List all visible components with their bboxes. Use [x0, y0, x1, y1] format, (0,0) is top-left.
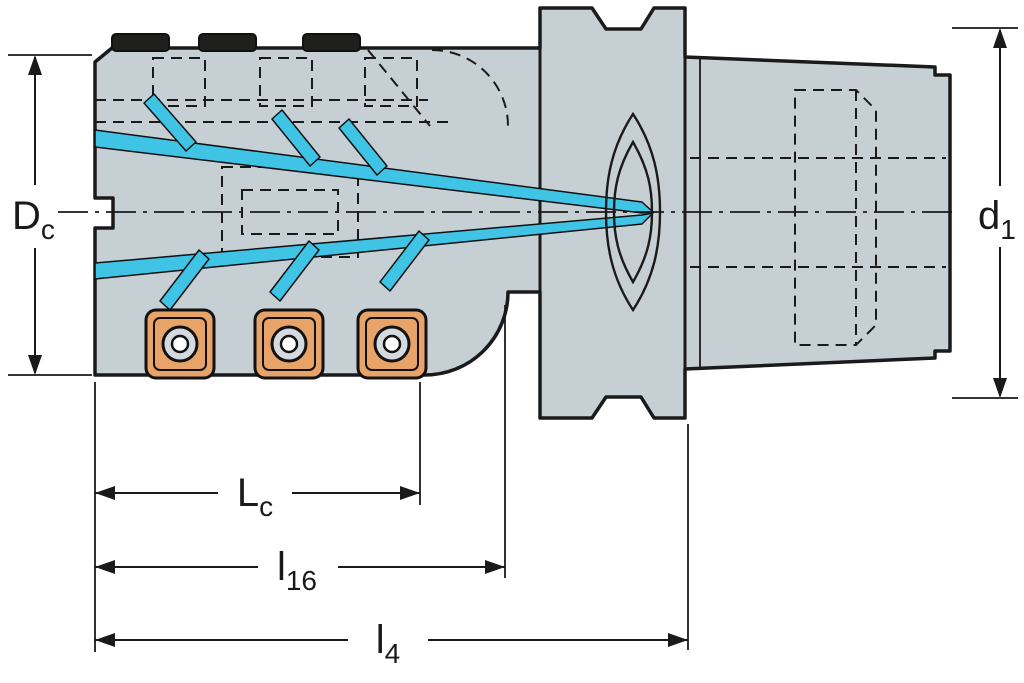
arrowhead-up	[28, 55, 42, 75]
dimension-l16: l16	[95, 305, 506, 596]
tool-silhouette	[93, 6, 952, 420]
arrowhead-up	[993, 28, 1007, 48]
flange-cone-face	[604, 111, 662, 313]
indexable-insert	[144, 308, 216, 380]
insert-edge	[153, 317, 207, 371]
coolant-branch-upper	[338, 118, 388, 176]
insert-edge	[262, 317, 316, 371]
insert-pocket-hidden	[364, 57, 418, 107]
coolant-channel-lower	[94, 212, 654, 280]
dimension-dc: Dc	[8, 54, 92, 376]
tool-body-outline	[93, 6, 952, 420]
insert-edge	[365, 317, 419, 371]
screw-socket	[170, 334, 190, 354]
screw-socket	[382, 334, 402, 354]
arrowhead-left	[95, 560, 115, 574]
bottom-inserts	[144, 308, 428, 380]
top-insert	[198, 33, 257, 52]
dimension-label-dc: Dc	[12, 194, 55, 245]
insert-pocket-hidden	[259, 57, 313, 107]
arrowhead-down	[28, 355, 42, 375]
dimension-label-lc: Lc	[237, 471, 273, 522]
relief-arc-hidden	[431, 49, 509, 127]
insert-pocket-hidden	[152, 57, 206, 107]
coolant-branch-upper	[143, 93, 197, 152]
screw-socket	[279, 334, 299, 354]
coolant-branch-upper	[271, 109, 321, 167]
indexable-insert	[356, 308, 428, 380]
arrowhead-left	[95, 486, 115, 500]
dimension-d1: d1	[952, 27, 1018, 399]
dimension-label-l16: l16	[277, 545, 317, 596]
arrowhead-right	[485, 560, 505, 574]
arrowhead-right	[668, 633, 688, 647]
indexable-insert	[253, 308, 325, 380]
arrowhead-right	[400, 486, 420, 500]
cone-ellipse-inner	[612, 139, 654, 285]
arrowhead-left	[95, 633, 115, 647]
dimension-label-l4: l4	[376, 618, 400, 669]
flute-hidden-line	[367, 49, 431, 127]
cone-ellipse-outer	[604, 111, 662, 313]
top-insert	[111, 33, 170, 52]
coolant-branch-lower	[269, 240, 320, 302]
top-insert	[302, 33, 361, 52]
coolant-branch-lower	[379, 230, 430, 292]
dimension-l4: l4	[95, 424, 689, 669]
dimension-label-d1: d1	[978, 194, 1016, 245]
coolant-channels	[94, 93, 654, 311]
top-inserts	[111, 33, 361, 52]
dimension-lc: Lc	[95, 382, 421, 522]
arrowhead-down	[993, 378, 1007, 398]
